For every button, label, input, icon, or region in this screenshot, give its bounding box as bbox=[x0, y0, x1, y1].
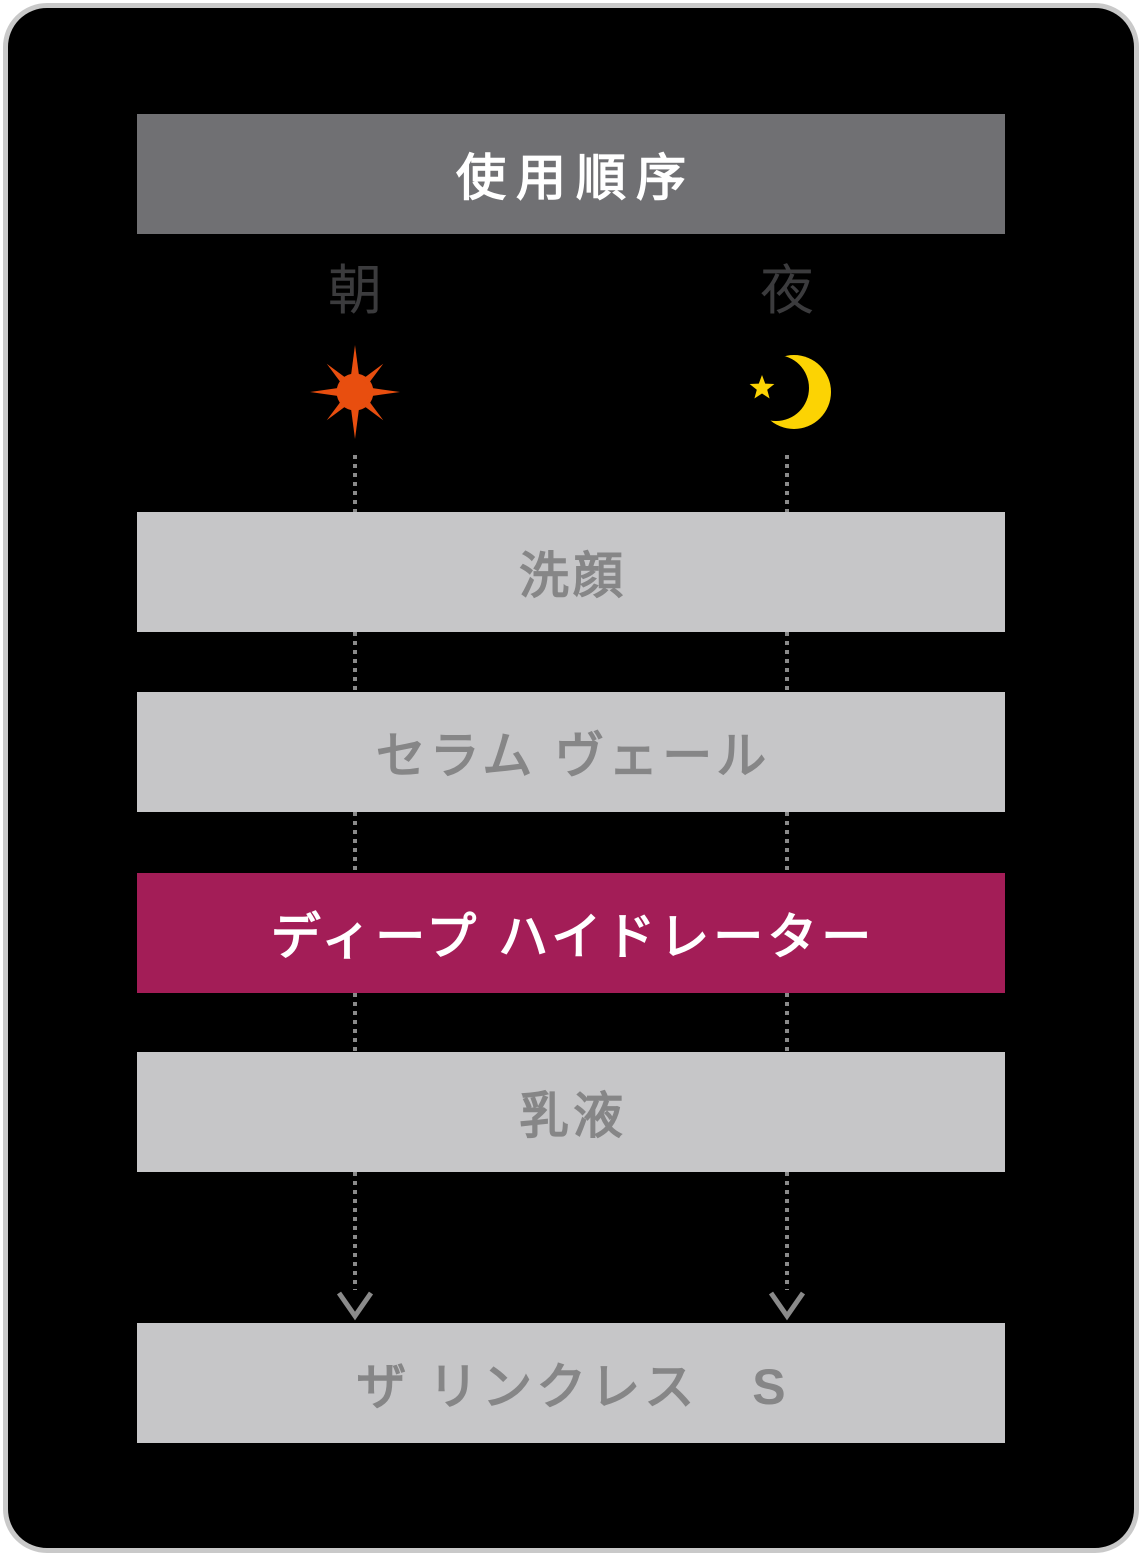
connector-night-4 bbox=[785, 993, 789, 1052]
connector-morning-2 bbox=[353, 632, 357, 692]
step-the-wrinkless-s: ザ リンクレス S bbox=[137, 1323, 1005, 1443]
connector-night-1 bbox=[785, 455, 789, 512]
connector-night-2 bbox=[785, 632, 789, 692]
connector-morning-4 bbox=[353, 993, 357, 1052]
step-serum-veil: セラム ヴェール bbox=[137, 692, 1005, 812]
step-face-wash: 洗顔 bbox=[137, 512, 1005, 632]
connector-morning-1 bbox=[353, 455, 357, 512]
step-deep-hydrator-highlighted: ディープ ハイドレーター bbox=[137, 873, 1005, 993]
column-label-night: 夜 bbox=[760, 261, 814, 321]
connector-night-5 bbox=[785, 1172, 789, 1290]
column-label-morning: 朝 bbox=[328, 261, 382, 321]
moon-icon bbox=[742, 348, 837, 436]
page-title: 使用順序 bbox=[456, 150, 696, 206]
arrow-down-icon-morning bbox=[336, 1291, 374, 1321]
arrow-down-icon-night bbox=[768, 1291, 806, 1321]
header-bar: 使用順序 bbox=[137, 114, 1005, 234]
sun-icon bbox=[307, 344, 403, 440]
connector-morning-5 bbox=[353, 1172, 357, 1290]
card-panel: 使用順序 朝 夜 bbox=[3, 3, 1139, 1553]
connector-night-3 bbox=[785, 812, 789, 873]
step-emulsion: 乳液 bbox=[137, 1052, 1005, 1172]
connector-morning-3 bbox=[353, 812, 357, 873]
card-canvas: 使用順序 朝 夜 bbox=[8, 8, 1134, 1548]
